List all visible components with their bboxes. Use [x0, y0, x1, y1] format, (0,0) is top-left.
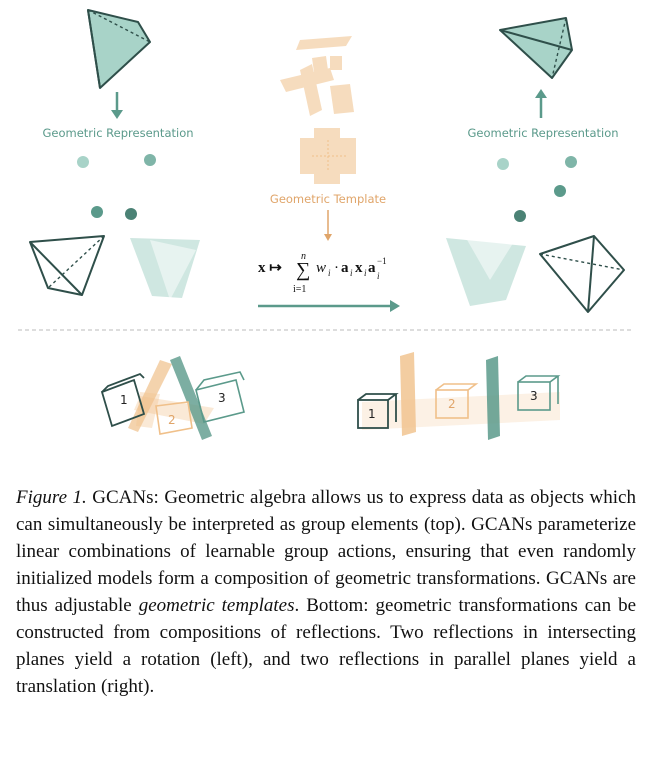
formula-a: a [341, 260, 349, 276]
formula-right-arrow [258, 300, 400, 312]
figure-illustration: Geometric Representation Geometric Templ… [18, 9, 632, 440]
formula: x ↦ n ∑ i=1 w i · a i x i a −1 i [258, 251, 387, 295]
caption-label: Figure 1. [16, 487, 87, 508]
top-right-representation-label: Geometric Representation [467, 126, 618, 140]
sum-symbol: ∑ [296, 259, 310, 281]
formula-sub-i: i [377, 271, 380, 281]
box-1-label: 1 [120, 393, 128, 407]
template-label: Geometric Template [270, 192, 386, 206]
dot [514, 210, 526, 222]
dot [554, 185, 566, 197]
top-right-up-arrow [535, 89, 547, 118]
top-left-down-arrow [111, 92, 123, 119]
left-wire-tetrahedron [29, 235, 105, 296]
formula-exp: −1 [377, 256, 387, 266]
translation-illustration: 1 2 3 [357, 352, 561, 440]
reflection-plane [400, 352, 416, 436]
formula-sub-i: i [328, 268, 331, 278]
dot [91, 206, 103, 218]
top-right-tetrahedron [499, 17, 573, 79]
reflection-plane [486, 356, 500, 440]
top-left-representation-label: Geometric Representation [42, 126, 193, 140]
dot [125, 208, 137, 220]
right-wire-tetrahedron [539, 235, 625, 313]
box-1 [357, 393, 399, 429]
dot [497, 158, 509, 170]
formula-x: x [355, 260, 363, 276]
caption-emphasis: geometric templates [138, 595, 295, 616]
formula-sum-bottom: i=1 [293, 284, 306, 295]
dot [77, 156, 89, 168]
rotation-illustration: 1 2 3 [100, 356, 245, 440]
caption-text-2: . Bottom: geometric transformations can … [16, 595, 636, 697]
formula-w: w [316, 260, 326, 276]
box-2 [435, 383, 479, 419]
formula-sub-i: i [350, 268, 353, 278]
box-3-label: 3 [530, 389, 538, 403]
top-left-tetrahedron [87, 9, 151, 89]
formula-lhs: x ↦ [258, 260, 282, 276]
box-3 [195, 371, 245, 423]
reflection-plane [128, 360, 172, 432]
formula-dot: · [334, 260, 339, 276]
dot [565, 156, 577, 168]
box-2-label: 2 [168, 413, 176, 427]
formula-sub-i: i [364, 268, 367, 278]
right-translucent-planes [446, 232, 526, 306]
box-3-label: 3 [218, 391, 226, 405]
caption-text-1: GCANs: Geometric algebra allows us to ex… [16, 487, 636, 616]
figure-caption: Figure 1. GCANs: Geometric algebra allow… [16, 484, 636, 700]
left-translucent-planes [130, 238, 200, 300]
box-2-label: 2 [448, 397, 456, 411]
reflection-plane [170, 356, 212, 440]
dot [144, 154, 156, 166]
box-1-label: 1 [368, 407, 376, 421]
box-1 [100, 372, 146, 428]
template-down-arrow [324, 210, 332, 241]
formula-a: a [368, 260, 376, 276]
orange-planes-stack [280, 36, 356, 184]
formula-sum-top: n [301, 251, 306, 262]
box-2 [155, 401, 193, 435]
box-3 [517, 375, 561, 411]
